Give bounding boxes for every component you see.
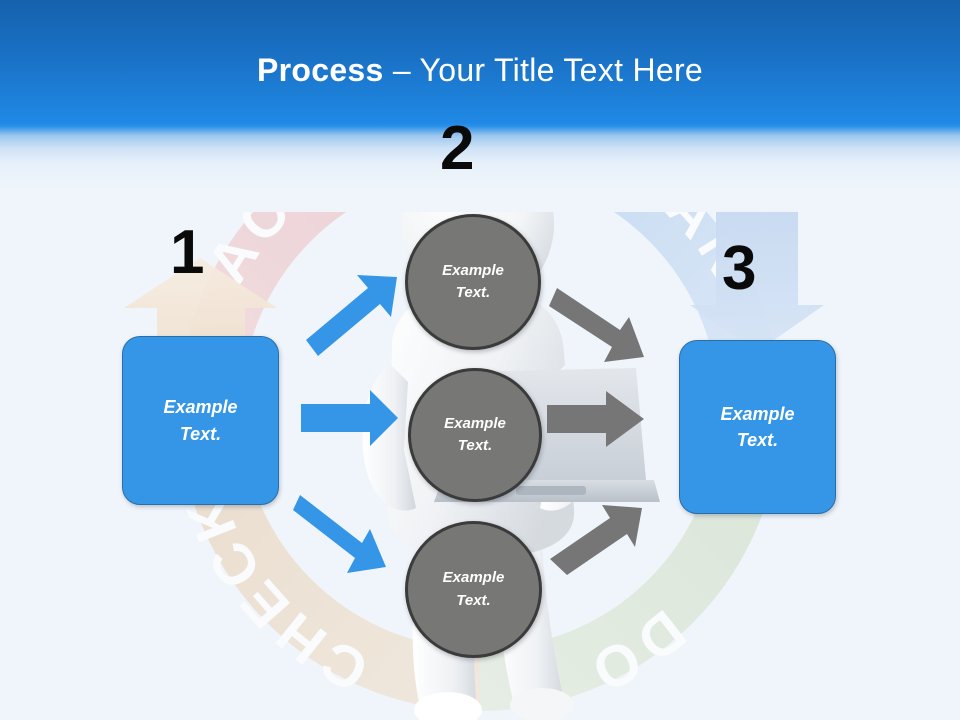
middle-example-circle[interactable]: Example Text. <box>408 368 542 502</box>
right-example-box[interactable]: Example Text. <box>679 340 836 514</box>
middle-circle-text: Example Text. <box>444 413 506 458</box>
bottom-circle-text: Example Text. <box>443 567 505 612</box>
right-box-line2: Text. <box>736 430 779 450</box>
arrow-left-to-bottom <box>293 495 386 573</box>
top-example-circle[interactable]: Example Text. <box>405 214 541 350</box>
middle-circle-line2: Text. <box>457 437 493 454</box>
bottom-example-circle[interactable]: Example Text. <box>405 521 542 658</box>
arrow-top-to-right <box>549 288 644 362</box>
header-band <box>0 0 960 212</box>
step-number-2: 2 <box>440 114 475 183</box>
arrow-middle-to-right <box>547 391 644 447</box>
bottom-circle-line2: Text. <box>456 591 491 609</box>
top-circle-line1: Example <box>442 261 504 279</box>
title-bold-part: Process <box>256 52 384 88</box>
left-box-line1: Example <box>163 397 238 418</box>
bottom-circle-line1: Example <box>442 569 505 586</box>
arrow-bottom-to-right <box>550 505 642 575</box>
step-number-3: 3 <box>722 234 757 303</box>
step-number-1: 1 <box>170 218 205 287</box>
title-light-part: Your Title Text Here <box>419 52 704 88</box>
person-with-laptop-graphic <box>362 142 660 720</box>
left-box-text: Example Text. <box>153 394 247 446</box>
right-box-text: Example Text. <box>710 401 804 453</box>
arrow-left-to-middle <box>301 390 398 446</box>
right-box-line1: Example <box>720 403 795 424</box>
left-example-box[interactable]: Example Text. <box>122 336 279 505</box>
page-title: Process – Your Title Text Here <box>0 52 960 89</box>
top-circle-text: Example Text. <box>442 260 504 305</box>
middle-circle-line1: Example <box>444 414 506 432</box>
title-separator: – <box>383 52 420 88</box>
arrow-left-to-top <box>306 275 397 356</box>
left-box-line2: Text. <box>179 423 222 444</box>
top-circle-line2: Text. <box>455 284 491 301</box>
